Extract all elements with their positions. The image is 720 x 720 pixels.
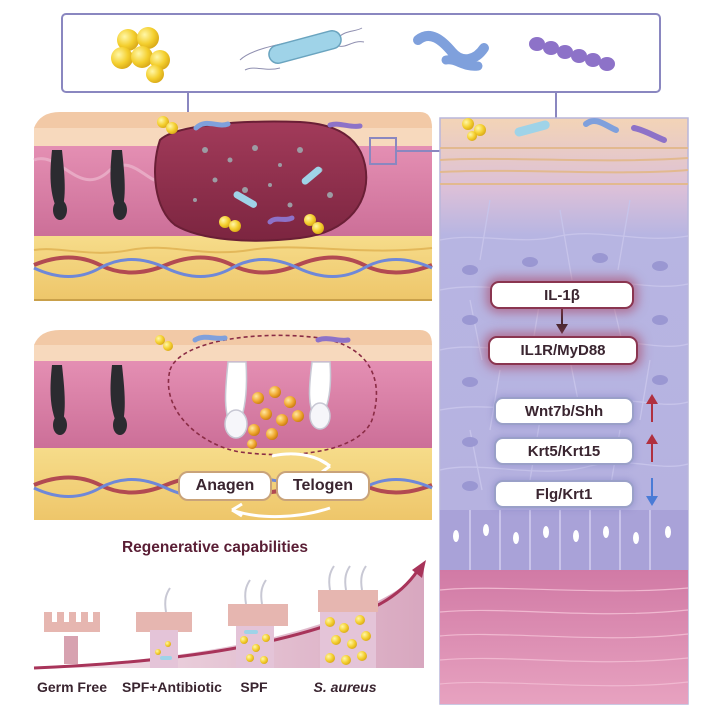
microbe-box — [61, 13, 661, 120]
rod-bacterium-icon — [239, 27, 365, 71]
flg-down-arrow — [646, 478, 658, 506]
spf-antibiotic-skin-icon — [136, 587, 192, 668]
condition-spf: SPF — [240, 679, 268, 695]
marker-flg-krt1: Flg/Krt1 — [494, 480, 634, 508]
anagen-label: Anagen — [178, 471, 272, 501]
wound-skin-block — [33, 112, 440, 301]
spiral-bacterium-icon — [413, 30, 489, 71]
il1b-to-il1r-arrow — [556, 308, 568, 334]
spf-skin-icon — [228, 579, 288, 668]
wnt-up-arrow — [646, 394, 658, 422]
cocci-cluster-icon — [111, 27, 170, 83]
telogen-label: Telogen — [276, 471, 370, 501]
marker-il1r-myd88: IL1R/MyD88 — [488, 336, 638, 365]
krt5-up-arrow — [646, 434, 658, 462]
streptococcus-chain-icon — [529, 37, 615, 71]
condition-germ-free: Germ Free — [36, 679, 108, 695]
hair-cycle-skin-block — [33, 330, 433, 520]
marker-wnt7b-shh: Wnt7b/Shh — [494, 397, 634, 425]
regen-title: Regenerative capabilities — [121, 539, 309, 556]
germ-free-skin-icon — [44, 612, 100, 664]
marker-krt5-krt15: Krt5/Krt15 — [494, 437, 634, 465]
marker-il1b: IL-1β — [490, 281, 634, 309]
s-aureus-skin-icon — [318, 565, 378, 668]
condition-spf-antibiotic: SPF+Antibiotic — [122, 679, 222, 695]
condition-s-aureus: S. aureus — [313, 679, 377, 695]
